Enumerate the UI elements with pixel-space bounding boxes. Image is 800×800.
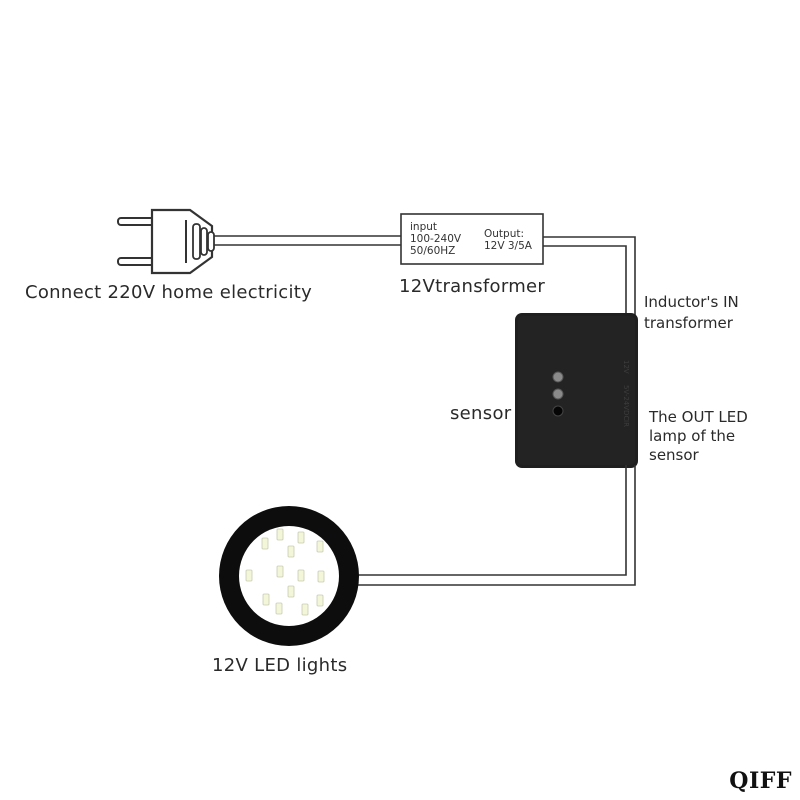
sensor-label: sensor (450, 403, 512, 424)
svg-text:12V: 12V (622, 360, 630, 374)
transformer-output-label: Output: (484, 228, 525, 240)
out-label-line3: sensor (649, 446, 699, 464)
out-label-line1: The OUT LED (649, 408, 748, 426)
transformer-input-voltage: 100-240V (410, 233, 462, 245)
transformer-input-label: input (410, 221, 438, 233)
sensor-eye (552, 405, 564, 417)
sensor-to-led-cable (355, 465, 636, 586)
out-label-line2: lamp of the (649, 427, 736, 445)
transformer-to-sensor-cable (543, 236, 636, 318)
inductor-label-line1: Inductor's IN (644, 293, 739, 311)
transformer-output-value: 12V 3/5A (484, 240, 532, 252)
transformer-label: 12Vtransformer (399, 276, 546, 297)
power-cable (214, 235, 401, 246)
sensor-module: 12V 5V-24VDC IR (515, 313, 638, 468)
transformer-box (400, 213, 544, 265)
power-plug-icon (117, 208, 215, 275)
sensor-indicator-2 (552, 388, 564, 400)
watermark-logo: QIFF (729, 768, 792, 794)
svg-text:IR: IR (622, 420, 630, 427)
svg-text:5V-24VDC: 5V-24VDC (622, 385, 630, 420)
sensor-indicator-1 (552, 371, 564, 383)
inductor-label-line2: transformer (644, 314, 733, 332)
transformer-input-frequency: 50/60HZ (410, 245, 456, 257)
plug-label: Connect 220V home electricity (25, 282, 313, 303)
led-light-icon (219, 506, 359, 646)
led-label: 12V LED lights (212, 655, 348, 676)
